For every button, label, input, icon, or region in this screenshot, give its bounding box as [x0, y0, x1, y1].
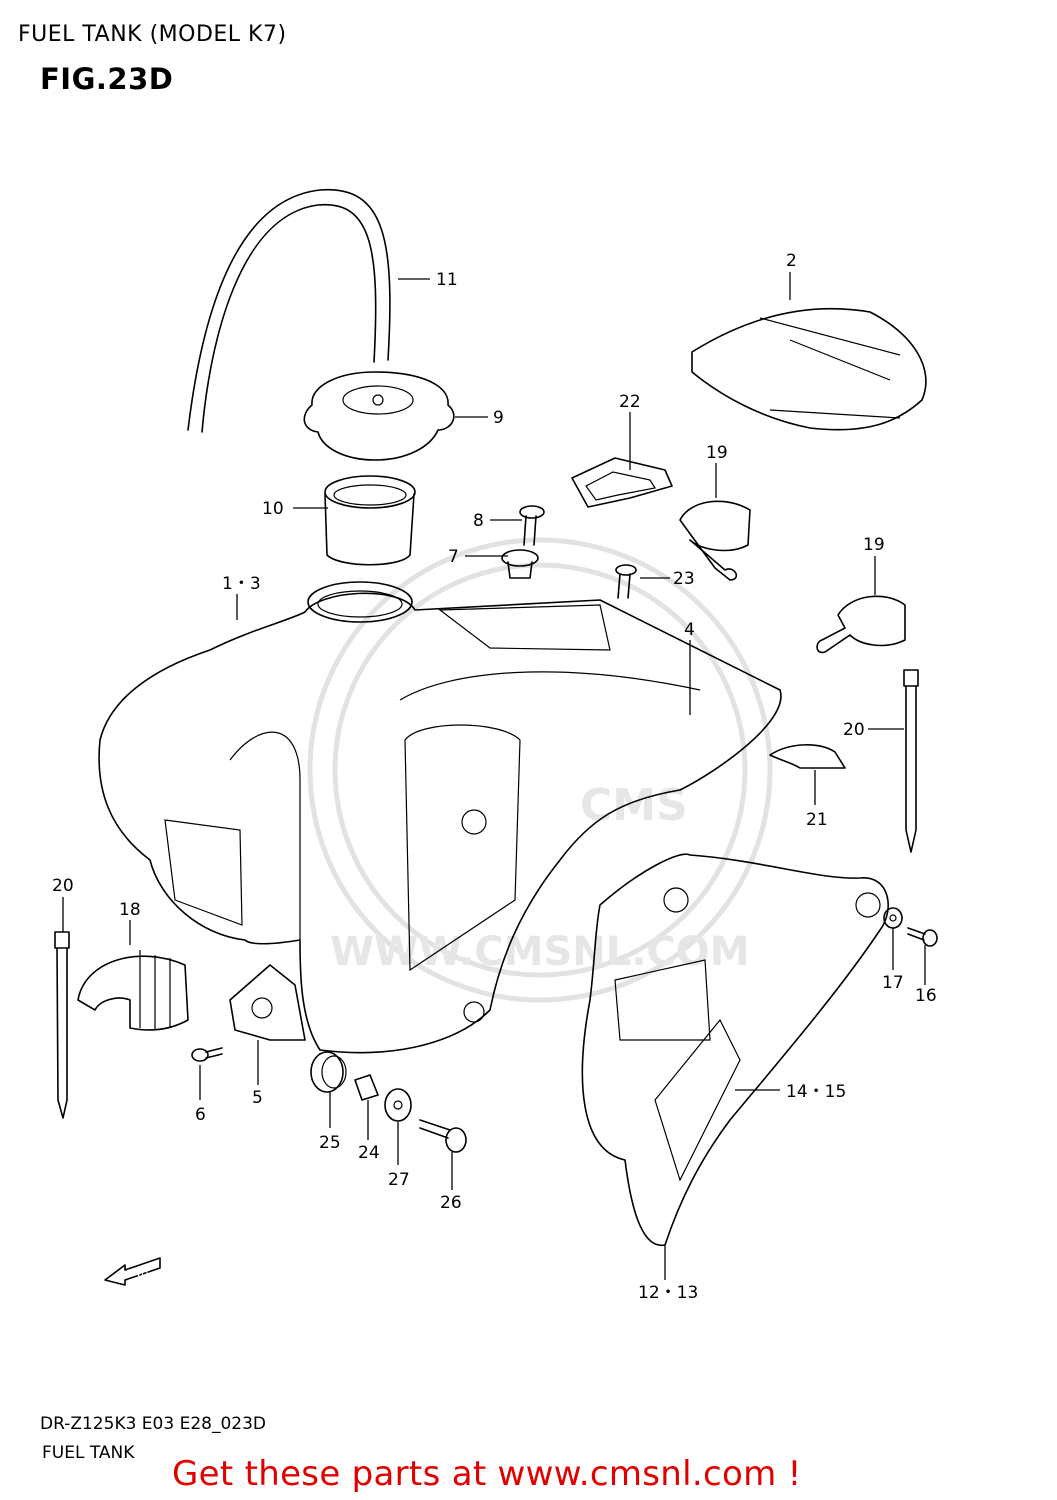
- callout-20-right: 20: [843, 720, 865, 740]
- callout-16: 16: [915, 986, 937, 1006]
- part-24-collar[interactable]: [354, 1074, 379, 1101]
- cmsnl-watermark: CMS WWW.CMSNL.COM: [307, 537, 773, 1003]
- diagram-code: DR-Z125K3 E03 E28_023D: [40, 1414, 266, 1434]
- watermark-url-text: WWW.CMSNL.COM: [330, 929, 750, 975]
- callout-26: 26: [440, 1193, 462, 1213]
- part-22-strap[interactable]: [571, 457, 673, 508]
- watermark-logo-text: CMS: [580, 780, 688, 831]
- callout-18: 18: [119, 900, 141, 920]
- part-10-filler-ring[interactable]: [324, 475, 416, 566]
- part-12-13-tank-shroud[interactable]: [581, 853, 889, 1246]
- callout-17: 17: [882, 973, 904, 993]
- callout-14-15: 14・15: [786, 1082, 846, 1102]
- part-9-fuel-cap[interactable]: [303, 371, 455, 461]
- part-1-3-fuel-tank[interactable]: [98, 581, 782, 1054]
- part-7-grommet[interactable]: [501, 549, 539, 579]
- callout-25: 25: [319, 1133, 341, 1153]
- figure-number: FIG.23D: [40, 62, 174, 96]
- callout-19-lower: 19: [863, 535, 885, 555]
- part-16-bolt[interactable]: [907, 927, 938, 947]
- callout-7: 7: [448, 547, 459, 567]
- forward-arrow-icon: FWD: [104, 1257, 161, 1286]
- callout-leaders: [62, 272, 926, 1280]
- callout-12-13: 12・13: [638, 1283, 698, 1303]
- diagram-caption: FUEL TANK: [42, 1443, 135, 1463]
- callout-1-3: 1・3: [222, 574, 261, 594]
- callout-21: 21: [806, 810, 828, 830]
- callout-20-left: 20: [52, 876, 74, 896]
- part-19-clamp-lower[interactable]: [816, 595, 906, 654]
- callout-11: 11: [436, 270, 458, 290]
- cmsnl-link[interactable]: Get these parts at www.cmsnl.com !: [172, 1454, 802, 1494]
- part-23-screw[interactable]: [615, 564, 637, 599]
- callout-2: 2: [786, 251, 797, 271]
- callout-19-upper: 19: [706, 443, 728, 463]
- callout-24: 24: [358, 1143, 380, 1163]
- callout-5: 5: [252, 1088, 263, 1108]
- part-14-15-emblem[interactable]: [614, 959, 741, 1182]
- part-2-tank-pad[interactable]: [691, 307, 927, 431]
- part-20-cable-tie-right[interactable]: [903, 669, 919, 853]
- part-26-bolt[interactable]: [419, 1119, 467, 1153]
- part-5-fuel-cock[interactable]: [229, 964, 306, 1041]
- callout-9: 9: [493, 408, 504, 428]
- part-20-cable-tie-left[interactable]: [54, 931, 70, 1119]
- part-6-screw[interactable]: [191, 1047, 223, 1062]
- part-21-cushion[interactable]: [769, 744, 846, 769]
- part-8-screw[interactable]: [519, 505, 545, 546]
- part-25-grommet[interactable]: [310, 1051, 347, 1093]
- page-header: FUEL TANK (MODEL K7): [18, 22, 287, 47]
- part-19-clamp-upper[interactable]: [679, 500, 751, 581]
- callout-8: 8: [473, 511, 484, 531]
- callout-27: 27: [388, 1170, 410, 1190]
- callout-6: 6: [195, 1105, 206, 1125]
- fwd-label: FWD: [127, 1269, 148, 1279]
- callout-4: 4: [684, 620, 695, 640]
- callout-22: 22: [619, 392, 641, 412]
- part-11-breather-hose[interactable]: [187, 188, 391, 433]
- callout-23: 23: [673, 569, 695, 589]
- part-27-washer[interactable]: [384, 1088, 412, 1122]
- part-18-tank-cushion[interactable]: [77, 950, 189, 1031]
- callout-10: 10: [262, 499, 284, 519]
